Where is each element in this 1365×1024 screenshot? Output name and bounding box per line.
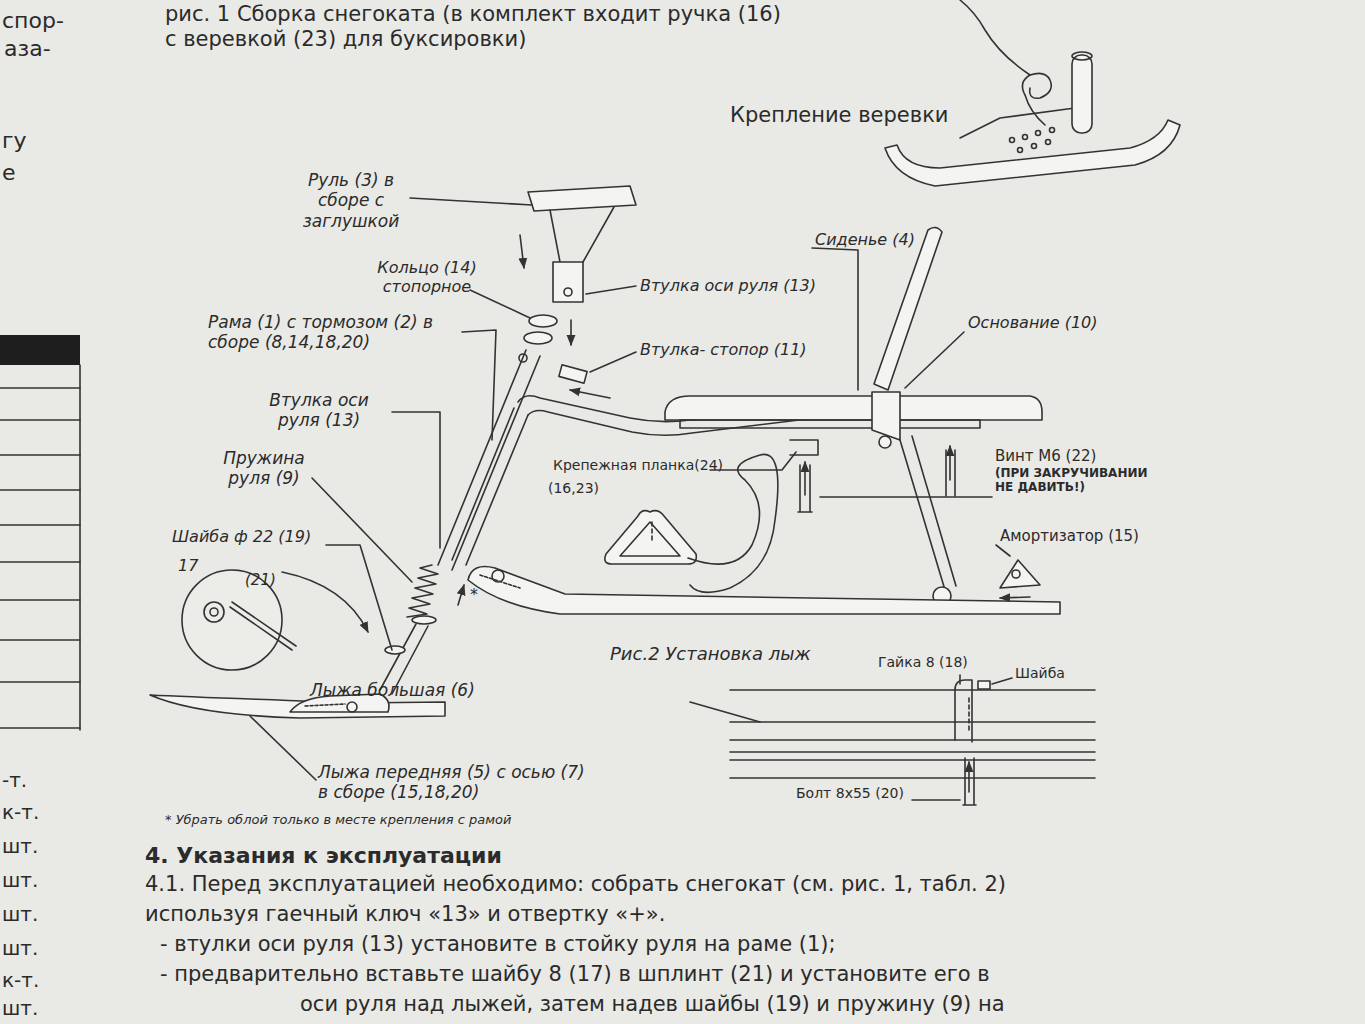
part-label: Кольцо (14) стопорное (368, 258, 486, 296)
callout-number: (21) (245, 571, 276, 589)
table-cell: к-т. (2, 800, 39, 824)
part-label: Руль (3) в сборе с заглушкой (292, 170, 410, 231)
table-cell: шт. (2, 936, 38, 960)
part-label: Рама (1) с тормозом (2) в сборе (8,14,18… (208, 312, 438, 353)
cut-text: гу (2, 128, 27, 154)
cut-text: аза- (4, 36, 51, 62)
table-cell: шт. (2, 834, 38, 858)
cut-text: е (2, 160, 16, 186)
part-label: Амортизатор (15) (1000, 527, 1139, 545)
part-label: Втулка- стопор (11) (640, 340, 807, 359)
body-text: - втулки оси руля (13) установите в стой… (160, 932, 836, 957)
footnote-mark: * (470, 585, 478, 604)
part-label: Болт 8х55 (20) (796, 785, 904, 802)
part-label: Пружина руля (9) (218, 448, 310, 489)
part-label: Винт М6 (22) (995, 447, 1096, 465)
part-label: Крепление веревки (730, 103, 948, 128)
part-label: Гайка 8 (18) (878, 654, 968, 671)
section-heading: 4. Указания к эксплуатации (145, 843, 502, 869)
part-label: Втулка оси руля (13) (640, 276, 816, 295)
part-label: Шайба ф 22 (19) (172, 527, 311, 546)
body-text: оси руля над лыжей, затем надев шайбы (1… (300, 992, 1005, 1017)
part-label: Основание (10) (968, 313, 1098, 332)
table-cell: шт. (2, 868, 38, 892)
part-label: Крепежная планка(24) (553, 457, 723, 474)
figure-caption: Рис.2 Установка лыж (610, 643, 811, 665)
body-text: 4.1. Перед эксплуатацией необходимо: соб… (145, 872, 1006, 897)
table-cell: шт. (2, 996, 38, 1020)
warning-note: (ПРИ ЗАКРУЧИВАНИИ НЕ ДАВИТЬ!) (995, 466, 1160, 495)
part-label: Втулка оси руля (13) (250, 390, 388, 431)
table-cell: к-т. (2, 968, 39, 992)
callout-number: (16,23) (548, 480, 599, 497)
part-label: Лыжа передняя (5) с осью (7) в сборе (15… (318, 762, 596, 803)
part-label: Шайба (1015, 665, 1065, 682)
body-text: используя гаечный ключ «13» и отвертку «… (145, 902, 665, 927)
table-cell: шт. (2, 902, 38, 926)
part-label: Лыжа большая (6) (310, 680, 475, 700)
cut-text: спор- (2, 8, 64, 34)
footnote: * Убрать облой только в месте крепления … (165, 812, 511, 828)
part-label: Сиденье (4) (815, 230, 915, 249)
table-cell: -т. (2, 768, 27, 792)
body-text: - предварительно вставьте шайбу 8 (17) в… (160, 962, 990, 987)
callout-number: 17 (178, 556, 198, 575)
figure-title: рис. 1 Сборка снегоката (в комплект вход… (165, 2, 785, 52)
